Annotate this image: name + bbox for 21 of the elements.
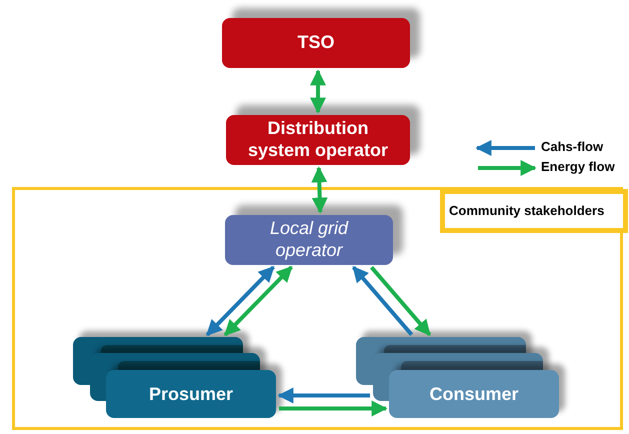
arrow bbox=[206, 266, 275, 336]
operator-box bbox=[226, 115, 410, 165]
legend-label: Energy flow bbox=[541, 160, 615, 173]
prosumer-card-stack bbox=[73, 337, 276, 418]
node-label: Local grid operator bbox=[268, 218, 350, 262]
node-label: Distribution system operator bbox=[246, 118, 390, 162]
arrow bbox=[277, 388, 370, 404]
frame-heading: Community stakeholders bbox=[440, 189, 628, 233]
arrow bbox=[310, 69, 326, 114]
arrow bbox=[370, 266, 432, 336]
arrow bbox=[279, 400, 388, 416]
arrow bbox=[224, 266, 293, 336]
legend-label: Cahs-flow bbox=[541, 140, 604, 153]
local-operator-box bbox=[225, 215, 393, 265]
node-label: Prosumer bbox=[148, 382, 234, 406]
node-label: TSO bbox=[297, 32, 334, 54]
consumer-card-stack bbox=[356, 337, 559, 418]
arrow bbox=[352, 266, 414, 336]
arrow bbox=[311, 166, 328, 214]
node-label: Consumer bbox=[429, 382, 518, 406]
operator-box bbox=[222, 18, 410, 68]
